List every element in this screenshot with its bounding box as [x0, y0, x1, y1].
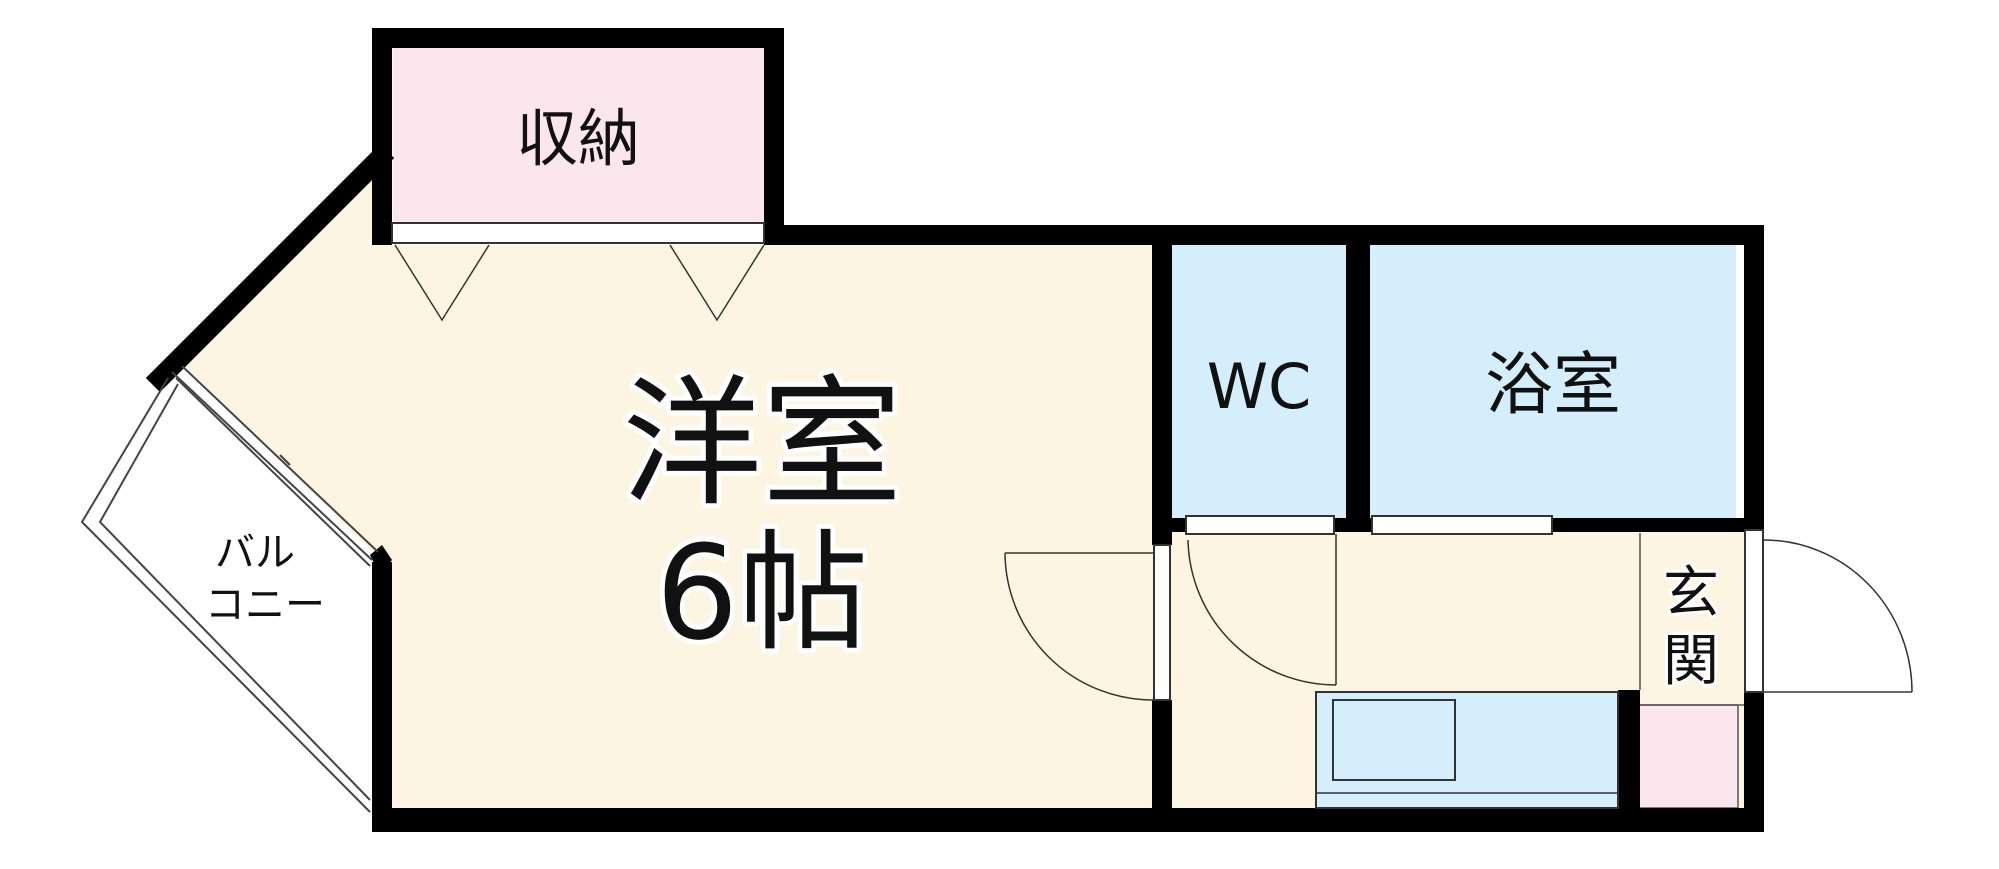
western-room-door-frame: [1153, 544, 1171, 701]
western-room-label: 洋室: [622, 363, 902, 526]
shoe-box: [1637, 704, 1739, 809]
balcony-label-line2: コニー: [205, 582, 325, 628]
balcony-label-line1: バル: [215, 530, 295, 576]
wc-label: WC: [1207, 350, 1312, 423]
bathroom-door-track: [1371, 515, 1553, 535]
kitchen-counter: [1315, 691, 1619, 809]
bathroom-label: 浴室: [1485, 346, 1621, 425]
entrance-swing-door: [1763, 539, 1913, 693]
western-room-floor: [184, 180, 1160, 808]
storage-door-track: [391, 222, 765, 244]
entrance-label-line1: 玄: [1663, 561, 1719, 626]
diagonal-wall: [145, 143, 395, 393]
balcony: [80, 365, 379, 813]
wc-door-track: [1185, 515, 1335, 535]
walls: [372, 28, 1764, 832]
entrance-door-frame: [1744, 529, 1764, 693]
wc-swing-door: [1187, 534, 1337, 686]
storage-label: 収納: [516, 102, 640, 175]
storage-floor: [393, 48, 765, 223]
western-room-swing-door: [1004, 552, 1155, 701]
wc-floor: [1172, 244, 1346, 520]
diagonal-wall-end: [370, 545, 392, 575]
entrance-label-line2: 関: [1663, 629, 1719, 694]
western-room-size-label: 6帖: [656, 517, 869, 669]
storage-folding-doors: [394, 244, 765, 322]
kitchen-sink: [1332, 699, 1456, 781]
bathroom-floor: [1370, 244, 1736, 520]
